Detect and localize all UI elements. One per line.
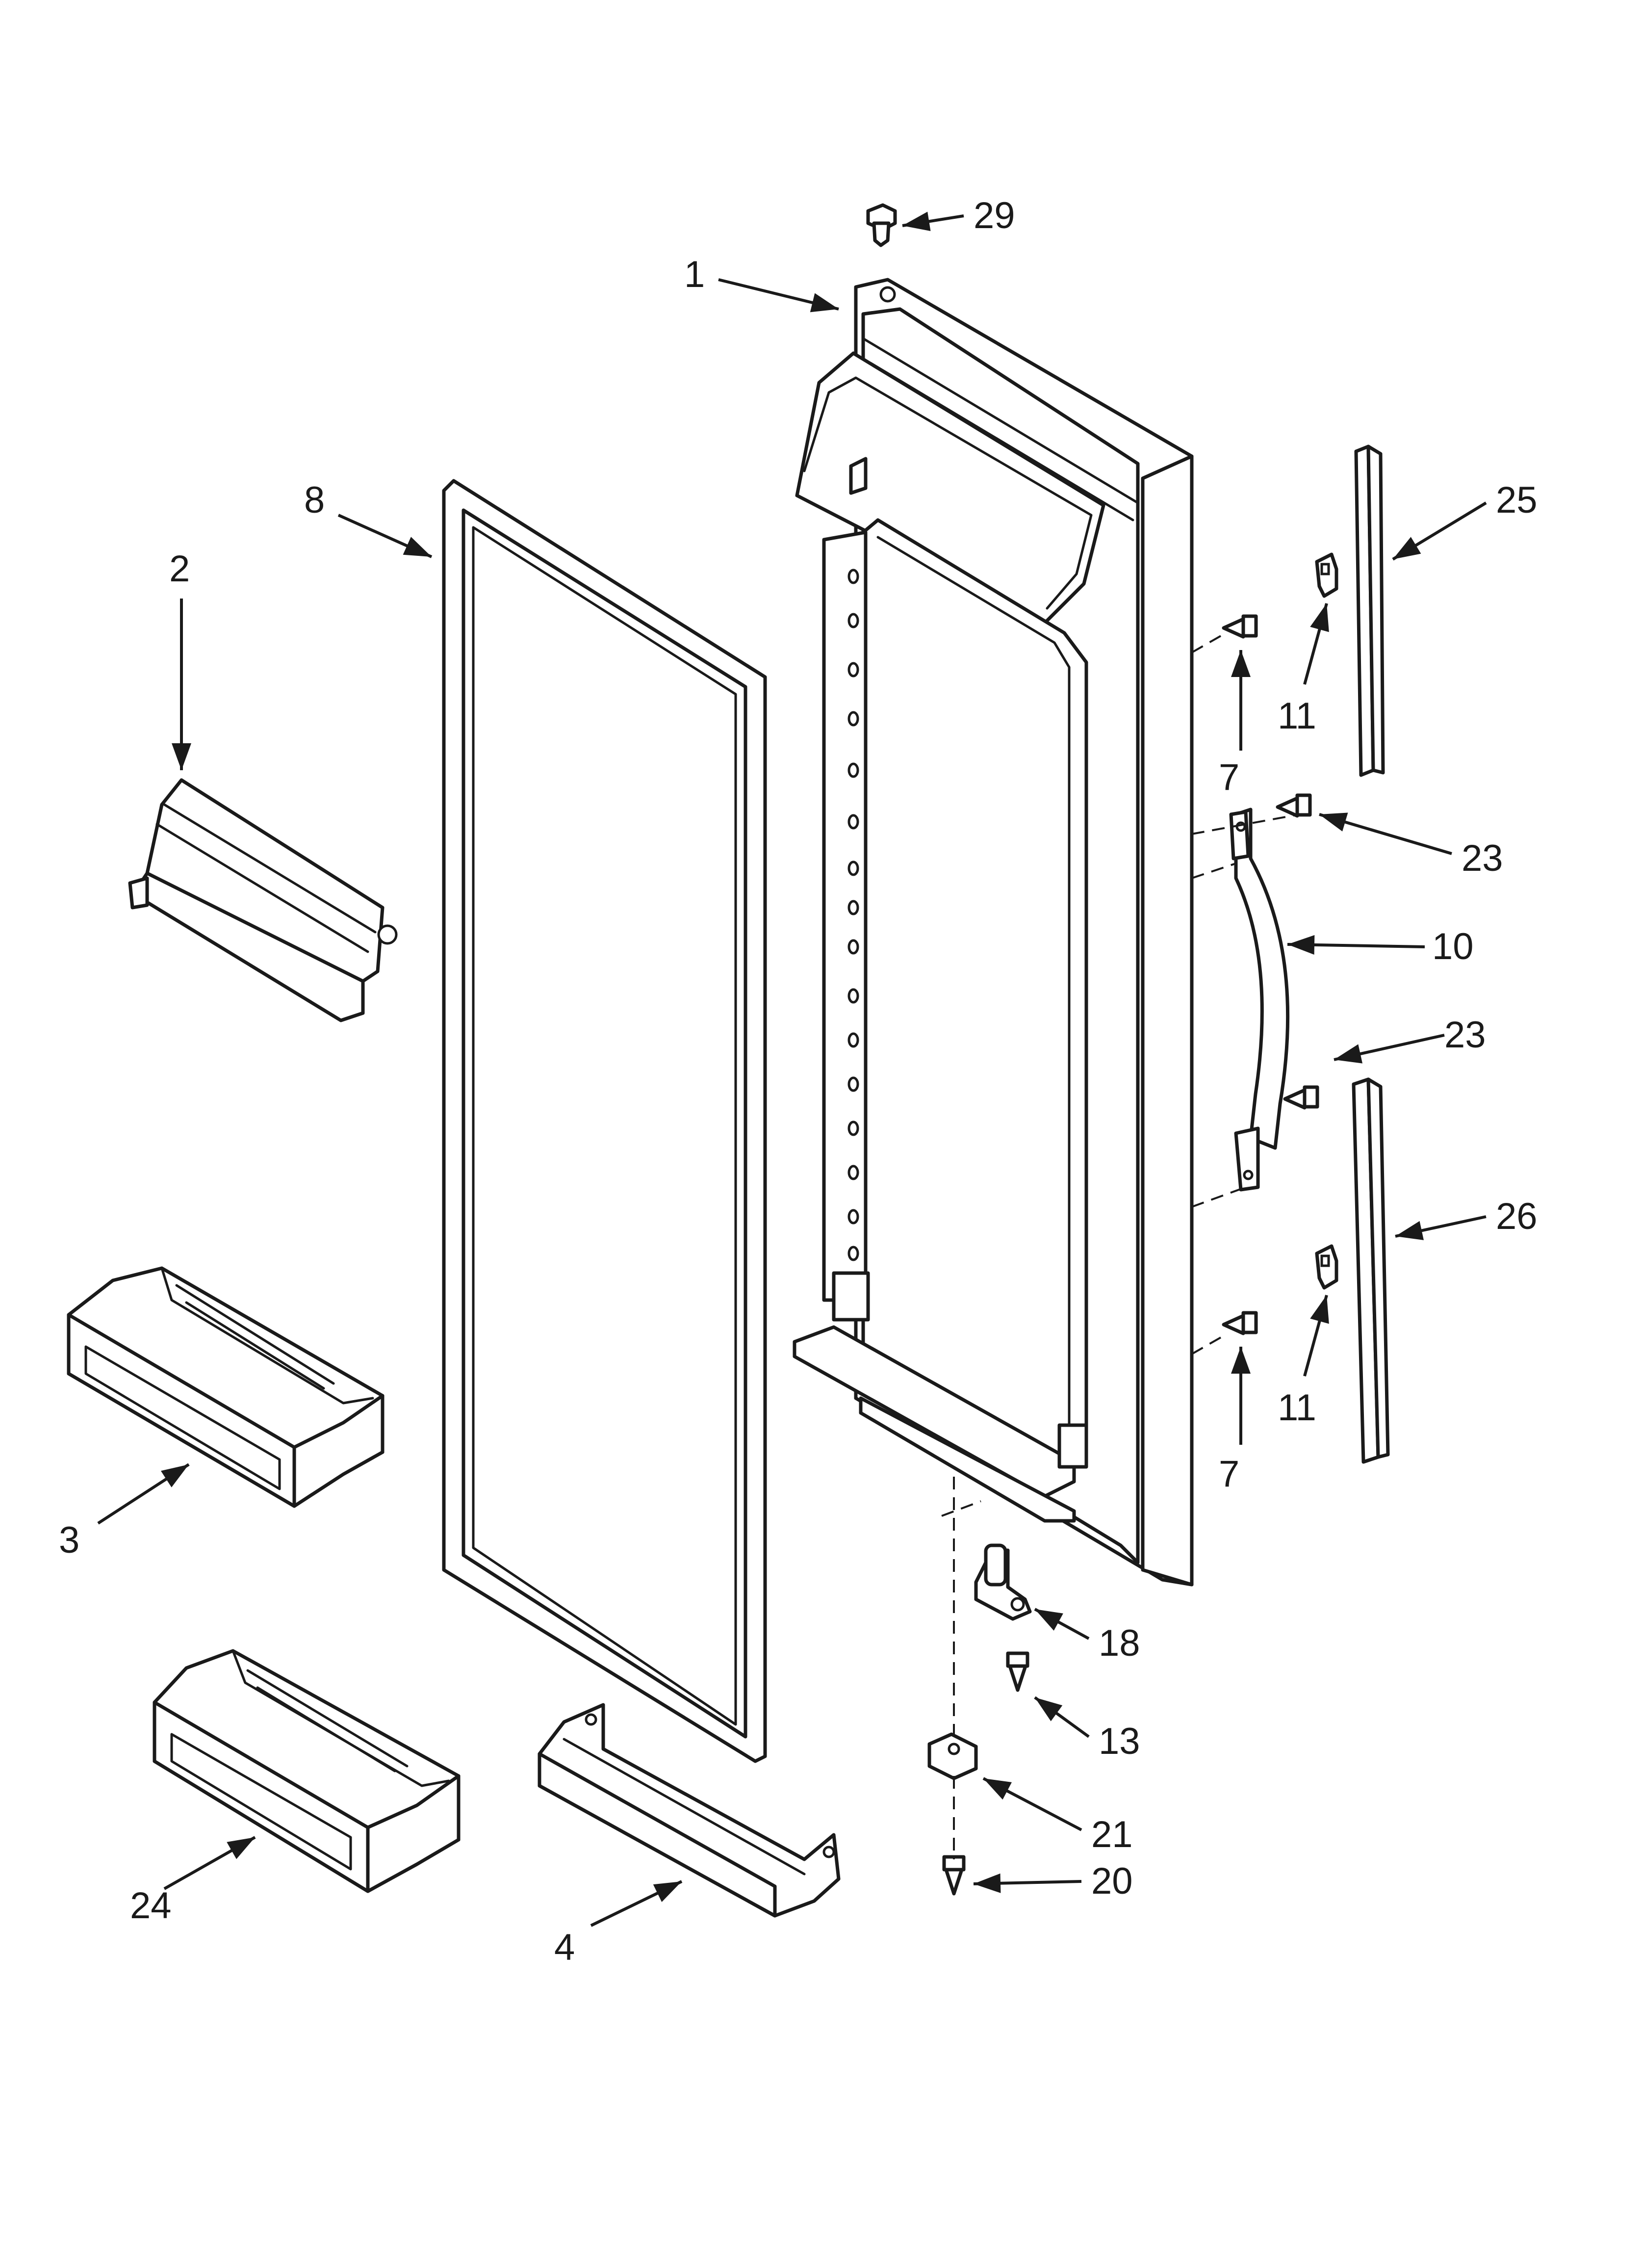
- shelf-hole: [847, 1209, 859, 1225]
- screw-20-icon: [942, 1855, 966, 1896]
- pin-29: [866, 203, 897, 247]
- door-gasket: [442, 479, 767, 1763]
- shelf-hole: [847, 988, 859, 1004]
- arrowhead-icon: [810, 293, 839, 313]
- door-shelf-rail: [538, 1703, 841, 1918]
- callout-label-c11a: 11: [1278, 695, 1316, 737]
- callout-label-c23b: 23: [1444, 1014, 1486, 1056]
- callout-label-c11b: 11: [1278, 1387, 1316, 1429]
- arrowhead-icon: [1035, 1697, 1063, 1721]
- shelf-support-holes: [847, 569, 859, 1261]
- screw-23-upper-icon: [1276, 793, 1312, 818]
- shelf-hole: [847, 762, 859, 778]
- arrowhead-icon: [653, 1881, 682, 1903]
- shelf-hole: [847, 860, 859, 876]
- arrowhead-icon: [1393, 537, 1421, 559]
- door-bin-3: [67, 1266, 385, 1508]
- callout-label-c10: 10: [1432, 926, 1474, 967]
- arrowhead-icon: [1310, 603, 1329, 632]
- callout-label-c8: 8: [304, 479, 325, 521]
- trim-strip-25: [1354, 444, 1385, 777]
- screw-23-lower-icon: [1283, 1085, 1319, 1110]
- callout-label-c18: 18: [1099, 1622, 1140, 1664]
- arrowhead-icon: [160, 1464, 189, 1487]
- callout-label-c21: 21: [1091, 1814, 1133, 1855]
- callout-label-c26: 26: [1496, 1196, 1538, 1237]
- clip-11-upper: [1315, 552, 1338, 598]
- screws: [942, 614, 1319, 1896]
- shelf-hole: [847, 613, 859, 628]
- shelf-hole: [847, 814, 859, 830]
- hinge-18: [974, 1543, 1032, 1621]
- callout-label-c7a: 7: [1219, 756, 1239, 798]
- shelf-hole: [847, 1032, 859, 1048]
- shelf-hole: [847, 1076, 859, 1092]
- dairy-door: [128, 778, 398, 1022]
- callout-label-c25: 25: [1496, 479, 1538, 521]
- shelf-hole: [847, 662, 859, 678]
- hinge-plate-21: [927, 1732, 978, 1780]
- door-handle: [1229, 808, 1290, 1192]
- shelf-hole: [847, 1121, 859, 1136]
- callout-label-c7b: 7: [1219, 1453, 1239, 1495]
- door-bin-24: [153, 1649, 461, 1893]
- arrowhead-icon: [974, 1873, 1001, 1893]
- callout-label-c1: 1: [684, 254, 705, 295]
- callout-label-c29: 29: [974, 195, 1015, 236]
- shelf-hole: [847, 900, 859, 915]
- trim-strip-26: [1352, 1077, 1390, 1464]
- shelf-hole: [847, 1246, 859, 1261]
- door-assembly: [793, 278, 1194, 1587]
- arrowhead-icon: [983, 1778, 1012, 1800]
- callout-label-c23a: 23: [1462, 837, 1503, 879]
- shelf-hole: [847, 1165, 859, 1180]
- arrowhead-icon: [403, 537, 432, 557]
- clip-11-lower: [1315, 1244, 1338, 1290]
- callout-label-c2: 2: [169, 548, 190, 590]
- arrowhead-icon: [1231, 650, 1251, 677]
- callout-label-c24: 24: [130, 1885, 172, 1927]
- arrowhead-icon: [1319, 812, 1348, 832]
- arrowhead-icon: [902, 211, 931, 232]
- arrowhead-icon: [1035, 1609, 1063, 1631]
- alignment-lines: [941, 632, 1300, 1859]
- callout-label-c3: 3: [59, 1519, 79, 1561]
- callout-label-c4: 4: [554, 1927, 575, 1968]
- screw-7-lower-icon: [1222, 1311, 1258, 1335]
- screw-7-upper-icon: [1222, 614, 1258, 639]
- arrowhead-icon: [1334, 1044, 1363, 1064]
- screw-13-icon: [1006, 1651, 1029, 1692]
- arrowhead-icon: [1231, 1347, 1251, 1374]
- arrowhead-icon: [1310, 1295, 1329, 1324]
- callout-label-c20: 20: [1091, 1860, 1133, 1902]
- leader-arrows: [97, 211, 1487, 1927]
- arrowhead-icon: [1395, 1221, 1424, 1240]
- shelf-hole: [847, 711, 859, 727]
- callout-label-c13: 13: [1099, 1721, 1140, 1762]
- arrowhead-icon: [1287, 935, 1315, 955]
- arrowhead-icon: [172, 743, 191, 770]
- shelf-hole: [847, 569, 859, 584]
- callout-labels: 29 1 25 8 2 11 7 23 10 23 26 3 11 7 18 13 21 20 24 4: [59, 195, 1538, 1968]
- arrowhead-icon: [227, 1837, 255, 1859]
- shelf-hole: [847, 939, 859, 955]
